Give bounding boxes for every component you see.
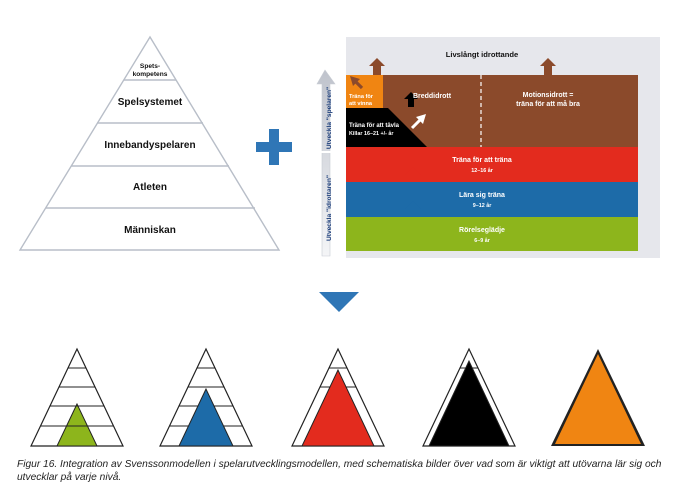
- fun-label: Rörelseglädje: [459, 227, 505, 234]
- pyramid-level-manniskan: Människan: [124, 225, 176, 236]
- arrow-right-blue: [619, 190, 636, 208]
- pyramid-level-atleten: Atleten: [133, 182, 167, 193]
- level-pyramid-red: [291, 347, 385, 447]
- level-pyramid-orange: [551, 349, 645, 446]
- figure-caption: Figur 16. Integration av Svenssonmodelle…: [17, 459, 662, 483]
- arrow-up-blue: [405, 201, 421, 217]
- vertical-label-player: Utveckla "spelaren": [326, 87, 333, 149]
- down-arrow-icon: [319, 292, 359, 312]
- win-label-line2: att vinna: [349, 101, 373, 107]
- pyramid-level-spelsystemet: Spelsystemet: [118, 97, 183, 108]
- win-label-line1: Träna för: [349, 94, 374, 100]
- arrow-up-right-brown: [540, 58, 556, 75]
- arrow-up-black: [404, 92, 418, 107]
- level-pyramids: [30, 347, 645, 447]
- lifelong-sport-label: Livslångt idrottande: [446, 50, 519, 59]
- arrow-right-green: [619, 225, 636, 243]
- pyramid-level-spets: Spets-: [140, 63, 160, 70]
- pyramid-level-innebandyspelaren: Innebandyspelaren: [104, 140, 195, 151]
- level-pyramid-green: [30, 347, 124, 447]
- level-pyramid-blue: [159, 347, 253, 447]
- train-to-train-label: Träna för att träna: [452, 157, 512, 164]
- breddidrott-label: Breddidrott: [413, 93, 452, 100]
- arrow-up-red: [405, 167, 421, 182]
- learn-to-train-age: 9–12 år: [473, 202, 492, 209]
- vertical-label-athlete: Utveckla "idrottaren": [326, 175, 333, 241]
- learn-to-train-label: Lära sig träna: [459, 192, 505, 199]
- arrow-up-left-brown: [369, 58, 385, 75]
- arrow-right-red: [619, 153, 636, 171]
- fun-age: 6–9 år: [474, 237, 490, 244]
- ltad-model: Utveckla "spelaren" Utveckla "idrottaren…: [316, 37, 660, 258]
- plus-icon: [256, 129, 292, 165]
- motion-label-line1: Motionsidrott =: [523, 92, 574, 99]
- compete-label-line2: Killar 16–21 +/- år: [349, 130, 394, 137]
- svensson-pyramid: Spets- kompetens Spelsystemet Innebandys…: [18, 35, 281, 251]
- pyramid-level-kompetens: kompetens: [133, 71, 168, 78]
- motion-label-line2: träna för att må bra: [516, 100, 580, 108]
- level-pyramid-black: [422, 347, 516, 447]
- compete-label-line1: Träna för att tävla: [349, 123, 400, 129]
- development-vertical-arrow: Utveckla "spelaren" Utveckla "idrottaren…: [316, 69, 336, 257]
- arrow-diagonal-compete: [410, 114, 426, 130]
- arrow-right-brown: [619, 102, 636, 120]
- train-to-train-age: 12–16 år: [471, 167, 493, 174]
- arrow-diagonal-win: [350, 76, 364, 90]
